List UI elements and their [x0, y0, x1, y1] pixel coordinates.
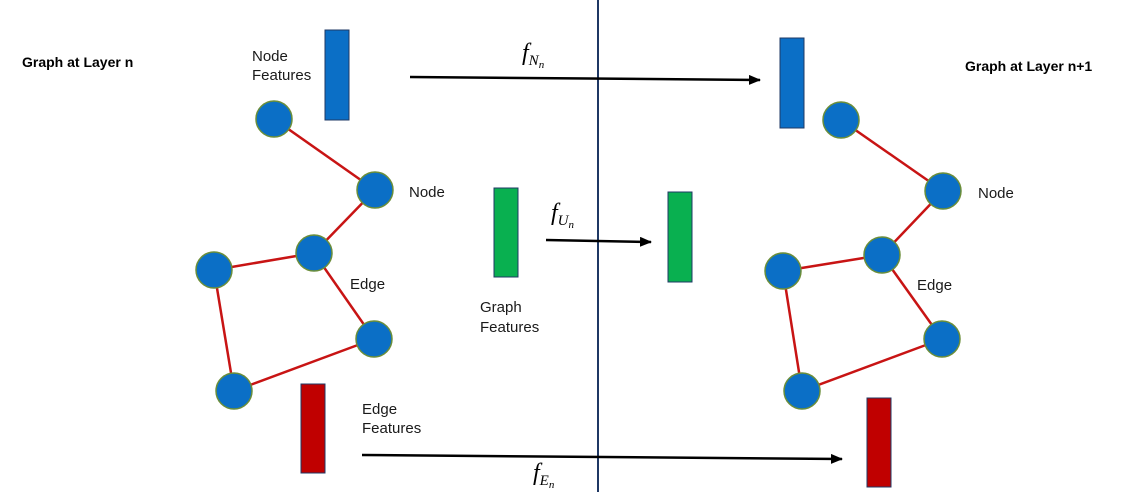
edge-update-function: fEn	[533, 460, 555, 491]
graph-features-label-line1: Graph	[480, 299, 522, 316]
graph-node	[355, 320, 393, 358]
graph-node	[195, 251, 233, 289]
node-update-function: fNn	[522, 40, 545, 71]
node-features-bar-left	[324, 29, 350, 121]
right-graph-nodes	[764, 101, 962, 410]
left-graph-title: Graph at Layer n	[22, 54, 133, 70]
graph-update-function: fUn	[551, 200, 575, 231]
graph-node	[215, 372, 253, 410]
right-graph-title: Graph at Layer n+1	[965, 58, 1092, 74]
node-label-right: Node	[978, 185, 1014, 202]
node-features-label-line2: Features	[252, 67, 311, 84]
edge-line	[233, 337, 375, 393]
graph-node	[783, 372, 821, 410]
graph-node	[923, 320, 961, 358]
right-graph-edges	[781, 118, 944, 393]
graph-node	[822, 101, 860, 139]
left-graph-nodes	[195, 100, 394, 410]
graph-features-bar-left	[493, 187, 519, 278]
graph-update-arrow	[545, 236, 652, 247]
graph-node	[863, 236, 901, 274]
graph-node	[924, 172, 962, 210]
edge-line	[840, 118, 944, 193]
edge-features-label-line2: Features	[362, 420, 421, 437]
node-label-left: Node	[409, 184, 445, 201]
graph-node	[255, 100, 293, 138]
edge-label-left: Edge	[350, 276, 385, 293]
graph-node	[295, 234, 333, 272]
node-features-bar-right	[779, 37, 805, 129]
edge-label-right: Edge	[917, 277, 952, 294]
edge-line	[781, 270, 804, 392]
graph-features-label-line2: Features	[480, 319, 539, 336]
edge-features-bar-right	[866, 397, 892, 488]
edge-features-bar-left	[300, 383, 326, 474]
node-update-arrow	[409, 74, 761, 85]
edge-update-arrow	[361, 453, 843, 464]
edge-features-label-line1: Edge	[362, 401, 397, 418]
graph-features-bar-right	[667, 191, 693, 283]
left-graph-edges	[212, 117, 376, 393]
graph-node	[356, 171, 394, 209]
graph-node	[764, 252, 802, 290]
edge-line	[801, 337, 943, 393]
edge-line	[273, 117, 376, 192]
node-features-label-line1: Node	[252, 48, 288, 65]
edge-line	[212, 269, 236, 392]
